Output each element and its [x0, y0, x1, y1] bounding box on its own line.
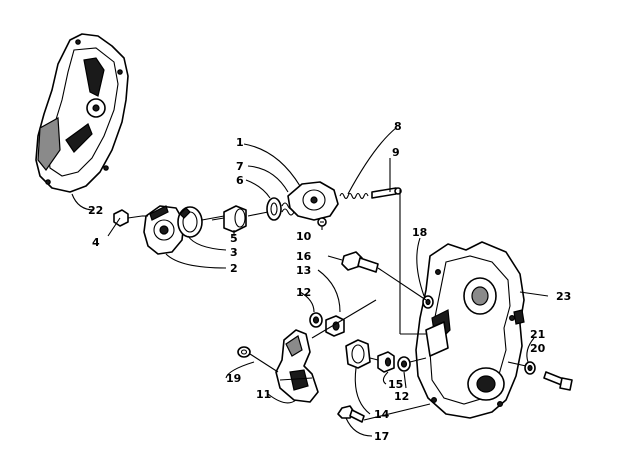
callout-23: 23 [556, 290, 571, 303]
callout-14: 14 [374, 408, 390, 421]
callout-15: 15 [388, 378, 403, 391]
bolt-part-17 [337, 405, 365, 423]
outer-cover-part-22 [35, 33, 129, 193]
callout-17: 17 [374, 430, 389, 443]
plunger-cap-part-1 [287, 181, 339, 221]
bushing-part-12-lower [397, 356, 411, 372]
sleeve-part-5 [211, 205, 247, 233]
callout-18: 18 [412, 226, 427, 239]
lever-part-11 [275, 329, 319, 403]
callout-12-upper: 12 [296, 286, 311, 299]
retainer-housing-part-2 [143, 205, 185, 255]
spring-part-8 [339, 192, 369, 200]
roller-part-15 [377, 351, 395, 373]
callout-1: 1 [236, 136, 244, 149]
callout-20: 20 [530, 342, 546, 355]
callout-6: 6 [236, 174, 244, 187]
callout-21: 21 [530, 328, 545, 341]
bushing-part-13 [325, 315, 345, 337]
callout-7: 7 [236, 160, 244, 173]
main-housing-part-23 [415, 241, 525, 419]
washer-part-21 [524, 361, 536, 375]
callout-labels: 1 2 3 4 5 6 7 8 9 10 11 12 12 13 14 15 1… [88, 120, 571, 443]
callout-4: 4 [92, 236, 100, 249]
callout-2: 2 [230, 262, 238, 275]
screw-part-10 [317, 217, 327, 227]
callout-3: 3 [230, 246, 238, 259]
washer-part-19 [237, 346, 251, 358]
washer-part-6 [266, 197, 282, 221]
callout-19: 19 [226, 372, 241, 385]
washer-part-18 [422, 295, 434, 309]
callout-10: 10 [296, 230, 312, 243]
callout-9: 9 [392, 146, 400, 159]
callout-8: 8 [394, 120, 402, 133]
callout-12-lower: 12 [394, 390, 409, 403]
bolt-part-16 [341, 251, 379, 273]
bolt-part-4 [113, 209, 143, 227]
spring-clip-part-3 [177, 206, 203, 238]
bolt-part-20 [543, 371, 573, 391]
callout-leaders [71, 127, 549, 437]
callout-16: 16 [296, 250, 312, 263]
callout-13: 13 [296, 264, 311, 277]
pin-part-9 [371, 187, 402, 199]
roller-part-14 [345, 339, 371, 369]
callout-11: 11 [256, 388, 271, 401]
callout-5: 5 [230, 232, 238, 245]
assembly-lines [142, 190, 527, 421]
callout-22: 22 [88, 204, 103, 217]
bushing-part-12-upper [309, 312, 323, 328]
